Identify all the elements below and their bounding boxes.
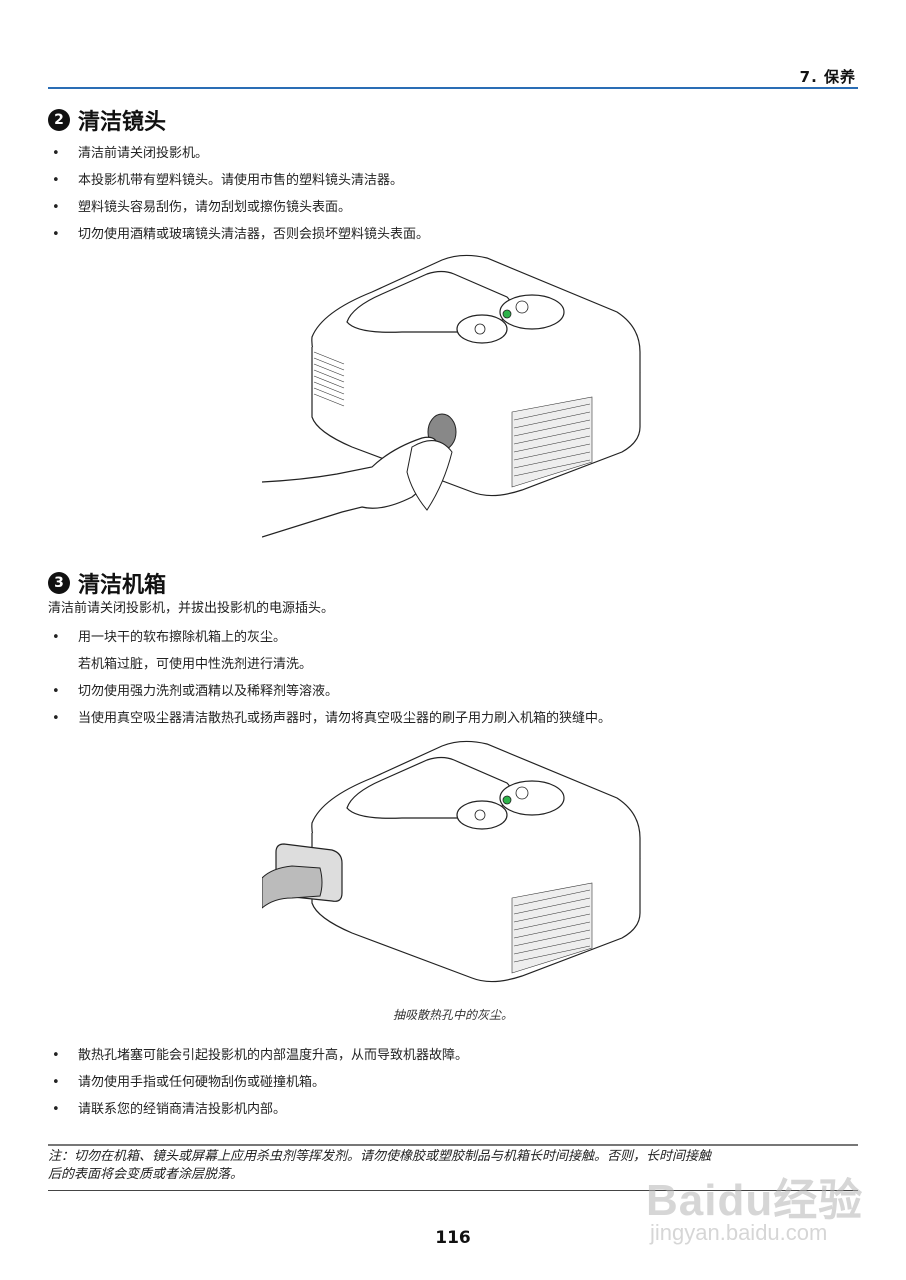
section-intro: 清洁前请关闭投影机，并拔出投影机的电源插头。	[48, 601, 335, 616]
watermark-main: Baidu经验	[646, 1176, 864, 1225]
section-title-clean-lens: 2 清洁镜头	[48, 104, 166, 136]
list-item: 清洁前请关闭投影机。	[48, 140, 429, 167]
note-block: 注：切勿在机箱、镜头或屏幕上应用杀虫剂等挥发剂。请勿使橡胶或塑胶制品与机箱长时间…	[48, 1148, 860, 1184]
projector-vacuum-vent-illustration	[262, 740, 641, 983]
list-item: 切勿使用强力洗剂或酒精以及稀释剂等溶液。	[48, 678, 611, 705]
list-item: 散热孔堵塞可能会引起投影机的内部温度升高，从而导致机器故障。	[48, 1042, 468, 1069]
watermark-sub: jingyan.baidu.com	[650, 1220, 828, 1245]
section-title-clean-cabinet: 3 清洁机箱	[48, 567, 166, 599]
section-title-text: 清洁镜头	[78, 110, 167, 135]
list-item: 当使用真空吸尘器清洁散热孔或扬声器时，请勿将真空吸尘器的刷子用力刷入机箱的狭缝中…	[48, 705, 611, 732]
cabinet-warning-list: 散热孔堵塞可能会引起投影机的内部温度升高，从而导致机器故障。 请勿使用手指或任何…	[48, 1042, 468, 1123]
section-number-badge: 2	[48, 109, 70, 131]
note-line: 注：切勿在机箱、镜头或屏幕上应用杀虫剂等挥发剂。请勿使橡胶或塑胶制品与机箱长时间…	[48, 1149, 712, 1164]
baidu-watermark: Baidu经验 jingyan.baidu.com	[640, 1150, 870, 1270]
list-item: 用一块干的软布擦除机箱上的灰尘。	[48, 624, 611, 651]
list-item: 请勿使用手指或任何硬物刮伤或碰撞机箱。	[48, 1069, 468, 1096]
list-item: 塑料镜头容易刮伤，请勿刮划或擦伤镜头表面。	[48, 194, 429, 221]
list-item-continuation: 若机箱过脏，可使用中性洗剂进行清洗。	[78, 657, 313, 672]
section-number-badge: 3	[48, 572, 70, 594]
page-number: 116	[435, 1228, 471, 1248]
section-title-text: 清洁机箱	[78, 573, 167, 598]
note-bottom-rule	[48, 1190, 858, 1191]
list-item: 请联系您的经销商清洁投影机内部。	[48, 1096, 468, 1123]
list-item: 切勿使用酒精或玻璃镜头清洁器，否则会损坏塑料镜头表面。	[48, 221, 429, 248]
header-rule	[48, 87, 858, 89]
list-item: 本投影机带有塑料镜头。请使用市售的塑料镜头清洁器。	[48, 167, 429, 194]
chapter-title: 7. 保养	[799, 68, 856, 86]
projector-lens-cleaning-illustration	[262, 254, 641, 538]
note-top-rule	[48, 1144, 858, 1146]
figure-caption: 抽吸散热孔中的灰尘。	[392, 1008, 513, 1022]
lens-bullet-list: 清洁前请关闭投影机。 本投影机带有塑料镜头。请使用市售的塑料镜头清洁器。 塑料镜…	[48, 140, 429, 248]
note-line: 后的表面将会变质或者涂层脱落。	[48, 1167, 244, 1182]
cabinet-bullet-list: 用一块干的软布擦除机箱上的灰尘。 若机箱过脏，可使用中性洗剂进行清洗。 切勿使用…	[48, 624, 611, 732]
